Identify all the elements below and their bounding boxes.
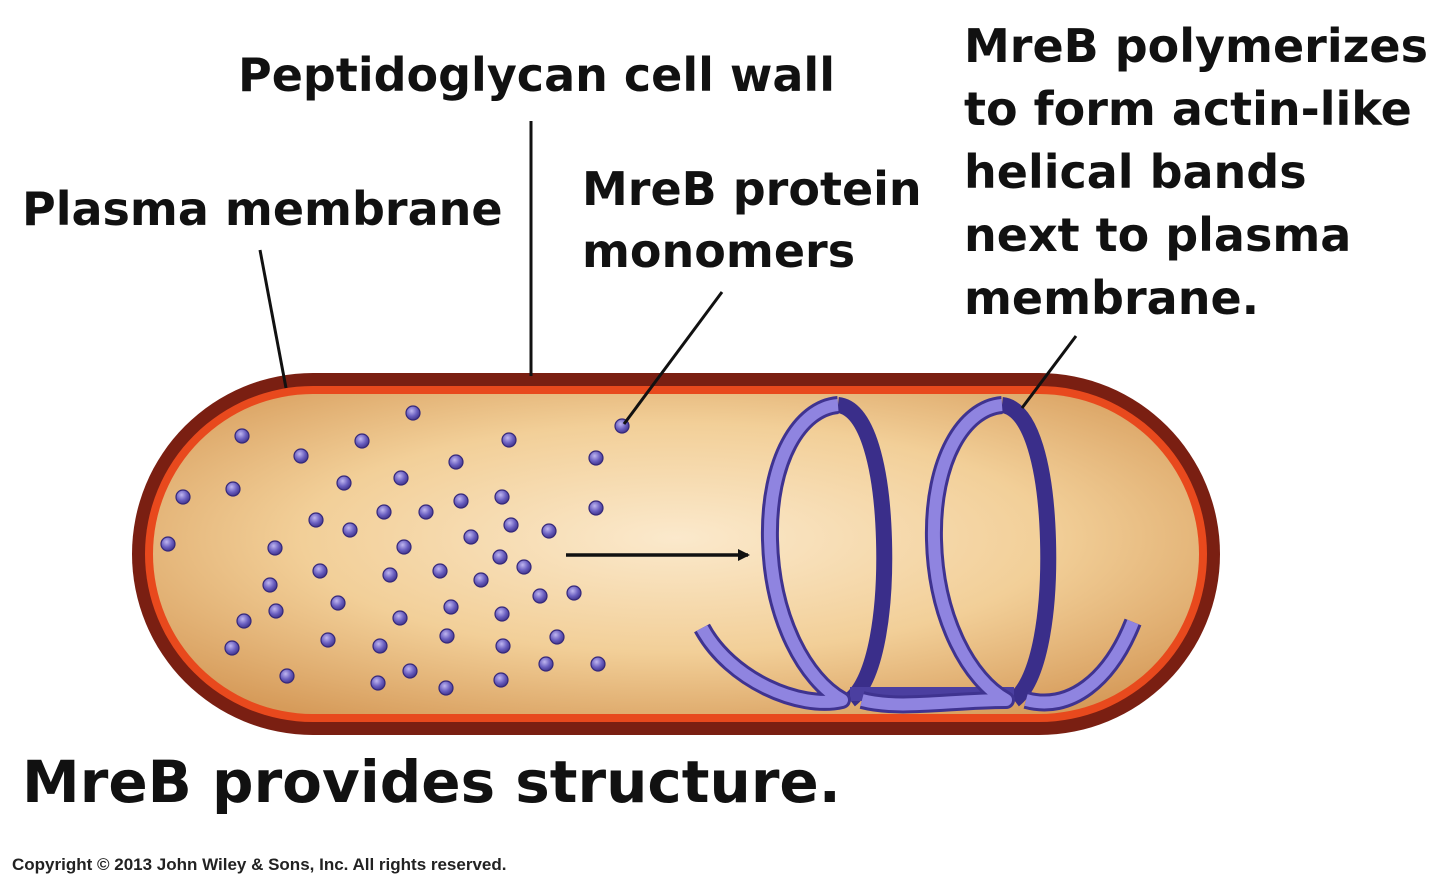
copyright-notice: Copyright © 2013 John Wiley & Sons, Inc.… xyxy=(12,855,506,874)
monomer-dot xyxy=(225,481,241,497)
monomer-dot xyxy=(392,610,408,626)
monomer-dot xyxy=(549,629,565,645)
monomer-dot xyxy=(224,640,240,656)
mreb-monomers xyxy=(160,405,630,696)
monomer-dot xyxy=(432,563,448,579)
label-polymerizes-line: membrane. xyxy=(964,271,1259,325)
leader-helical-bands xyxy=(1020,335,1078,409)
monomer-dot xyxy=(268,603,284,619)
label-monomers-line: monomers xyxy=(582,224,855,278)
monomer-dot xyxy=(516,559,532,575)
helix-front-strand xyxy=(860,399,1012,711)
monomer-dot xyxy=(320,632,336,648)
label-polymerizes-line: MreB polymerizes xyxy=(964,19,1428,73)
label-polymerizes: MreB polymerizes to form actin-like heli… xyxy=(964,19,1440,325)
monomer-dot xyxy=(473,572,489,588)
monomer-dot xyxy=(493,672,509,688)
monomer-dot xyxy=(279,668,295,684)
monomer-dot xyxy=(503,517,519,533)
monomer-dot xyxy=(494,606,510,622)
helix-front-strand xyxy=(696,399,848,708)
monomer-dot xyxy=(382,567,398,583)
label-plasma-membrane: Plasma membrane xyxy=(22,182,503,236)
monomer-dot xyxy=(234,428,250,444)
monomer-dot xyxy=(463,529,479,545)
monomer-dot xyxy=(492,549,508,565)
monomer-dot xyxy=(541,523,557,539)
monomer-dot xyxy=(588,450,604,466)
monomer-dot xyxy=(354,433,370,449)
label-polymerizes-line: next to plasma xyxy=(964,208,1351,262)
monomer-dot xyxy=(590,656,606,672)
monomer-dot xyxy=(393,470,409,486)
helix-back-strand xyxy=(1000,397,1057,707)
label-cell-wall: Peptidoglycan cell wall xyxy=(238,48,835,102)
helix-back-strand xyxy=(836,397,893,707)
monomer-dot xyxy=(566,585,582,601)
monomer-dot xyxy=(372,638,388,654)
monomer-dot xyxy=(453,493,469,509)
monomer-dot xyxy=(418,504,434,520)
monomer-dot xyxy=(330,595,346,611)
monomer-dot xyxy=(396,539,412,555)
label-polymerizes-line: helical bands xyxy=(964,145,1307,199)
monomer-dot xyxy=(405,405,421,421)
monomer-dot xyxy=(443,599,459,615)
monomer-dot xyxy=(267,540,283,556)
helix-front-strand xyxy=(1024,619,1139,709)
monomer-dot xyxy=(312,563,328,579)
leader-plasma-membrane xyxy=(258,249,288,389)
monomer-dot xyxy=(308,512,324,528)
monomer-dot xyxy=(175,489,191,505)
leader-monomers xyxy=(622,291,724,425)
monomer-dot xyxy=(160,536,176,552)
monomer-dot xyxy=(236,613,252,629)
diagram-caption: MreB provides structure. xyxy=(22,748,841,816)
monomer-dot xyxy=(538,656,554,672)
monomer-dot xyxy=(494,489,510,505)
monomer-dot xyxy=(438,680,454,696)
label-polymerizes-line: to form actin-like xyxy=(964,82,1412,136)
monomer-dot xyxy=(370,675,386,691)
monomer-dot xyxy=(262,577,278,593)
monomer-dot xyxy=(439,628,455,644)
monomer-dot xyxy=(448,454,464,470)
monomer-dot xyxy=(532,588,548,604)
monomer-dot xyxy=(588,500,604,516)
monomer-dot xyxy=(293,448,309,464)
monomer-dot xyxy=(336,475,352,491)
monomer-dot xyxy=(402,663,418,679)
monomer-dot xyxy=(342,522,358,538)
monomer-dot xyxy=(376,504,392,520)
mreb-helical-bands xyxy=(694,396,1142,714)
monomer-dot xyxy=(501,432,517,448)
label-monomers-line: MreB protein xyxy=(582,162,922,216)
label-monomers: MreB protein monomers xyxy=(582,162,938,278)
monomer-dot xyxy=(495,638,511,654)
